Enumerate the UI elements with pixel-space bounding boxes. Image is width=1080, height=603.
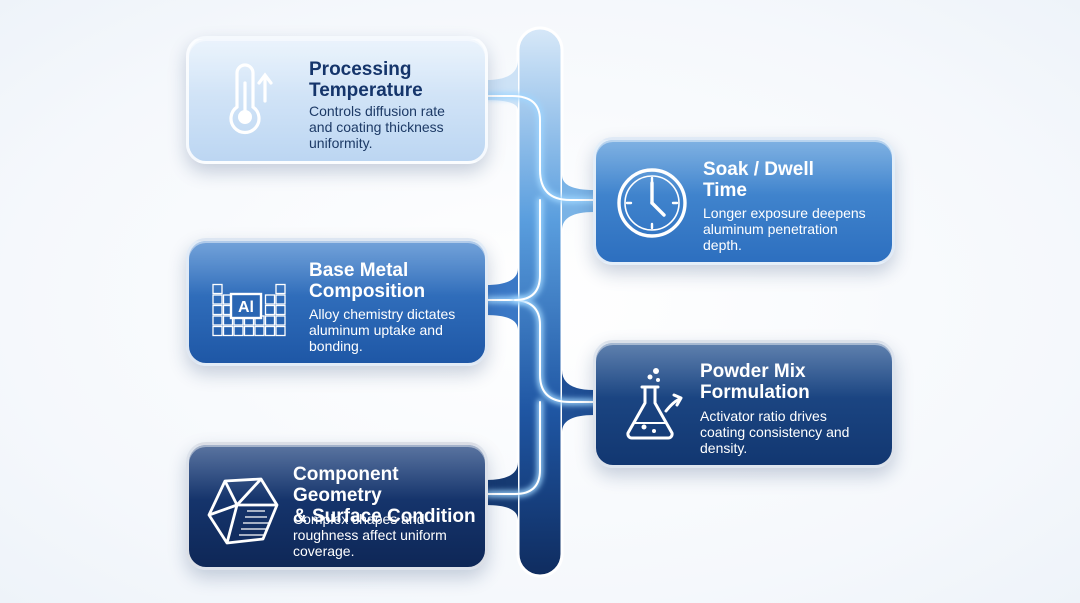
factor-description-line: density.	[700, 440, 748, 456]
factor-title-line: Processing	[309, 59, 412, 80]
factor-title-line: Composition	[309, 281, 426, 302]
factor-description-line: and coating thickness	[309, 119, 444, 135]
factor-description-line: aluminum uptake and	[309, 322, 443, 338]
factor-title-line: Temperature	[309, 80, 423, 101]
flask-icon	[612, 365, 692, 445]
glow-wires	[485, 93, 599, 497]
factor-title-line: Time	[703, 180, 748, 201]
factor-description-line: aluminum penetration	[703, 221, 838, 237]
factor-title-line: Component Geometry	[293, 464, 399, 506]
factor-title-line: Formulation	[700, 382, 810, 403]
factor-description-line: bonding.	[309, 338, 363, 354]
factor-title-line: Soak / Dwell	[703, 159, 814, 180]
factor-title-line: Powder Mix	[700, 361, 806, 382]
factor-description-line: depth.	[703, 237, 742, 253]
periodic-table-icon: Al	[209, 265, 289, 345]
factor-description-line: Alloy chemistry dictates	[309, 306, 456, 322]
polyhedron-icon	[203, 471, 283, 551]
factor-description-line: Complex shapes and	[293, 511, 425, 527]
factor-description-line: coating consistency and	[700, 424, 850, 440]
svg-text:Al: Al	[238, 299, 254, 316]
factor-description-line: uniformity.	[309, 135, 373, 151]
clock-icon	[612, 163, 692, 243]
factor-description-line: Activator ratio drives	[700, 408, 827, 424]
factor-description-line: coverage.	[293, 543, 355, 559]
factor-description-line: Longer exposure deepens	[703, 205, 866, 221]
factor-title: Component Geometry& Surface Condition	[293, 464, 485, 527]
factor-description-line: Controls diffusion rate	[309, 103, 445, 119]
thermometer-icon	[209, 61, 289, 141]
factor-title-line: & Surface Condition	[293, 506, 476, 527]
factor-title-line: Base Metal	[309, 260, 409, 281]
factor-description-line: roughness affect uniform	[293, 527, 447, 543]
